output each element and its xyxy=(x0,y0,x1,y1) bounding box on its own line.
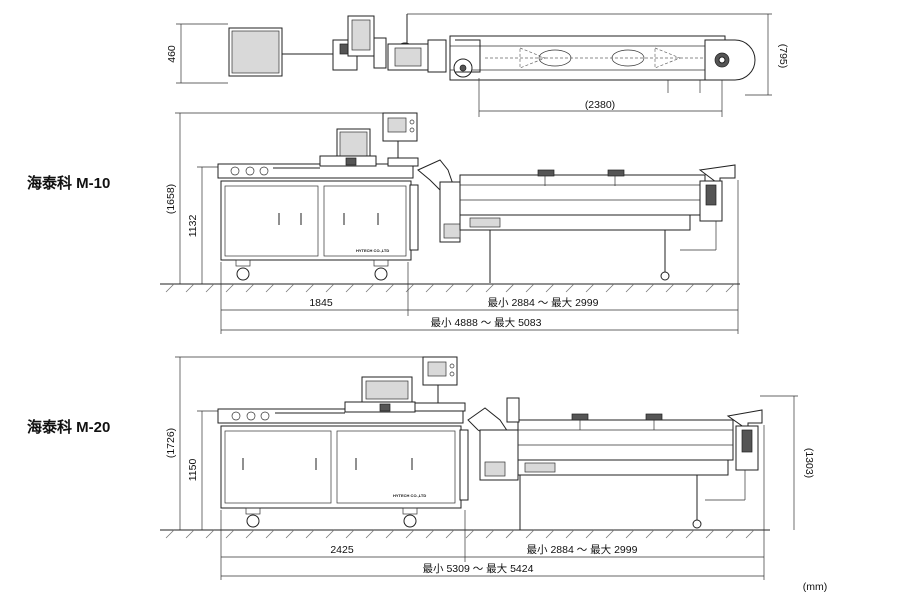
model-label-m20: 海泰科 M-20 xyxy=(27,419,111,436)
dim-m10-conveyor-length: 最小 2884 ～ 最大 2999 xyxy=(488,296,599,309)
brand-mark-m10: HYTECH CO.,LTD xyxy=(356,248,389,253)
dim-m20-conveyor-length: 最小 2884 ～ 最大 2999 xyxy=(527,543,638,556)
brand-mark-m20: HYTECH CO.,LTD xyxy=(393,493,426,498)
dim-m10-main-length: 1845 xyxy=(309,297,333,309)
dim-top-conveyor-length: (2380) xyxy=(585,99,615,111)
m10-side-view: (1658) 1132 HYTECH CO.,LTD xyxy=(160,112,740,334)
unit-label: (mm) xyxy=(803,581,828,593)
dim-m10-total-length: 最小 4888 ～ 最大 5083 xyxy=(431,316,542,329)
dim-m20-total-length: 最小 5309 ～ 最大 5424 xyxy=(423,562,534,575)
dim-m20-table-height: 1150 xyxy=(187,459,199,482)
top-view: 460 xyxy=(166,13,789,117)
dim-m20-total-height: (1726) xyxy=(165,428,177,458)
model-label-m10: 海泰科 M-10 xyxy=(27,175,111,192)
dim-m10-table-height: 1132 xyxy=(187,215,199,238)
m20-side-view: (1726) 1150 (1303) HYTECH CO.,LTD xyxy=(160,356,815,580)
dim-m20-conveyor-height: (1303) xyxy=(803,448,815,478)
dim-top-depth: (795) xyxy=(777,44,789,69)
dim-m10-total-height: (1658) xyxy=(165,184,177,214)
dim-top-height: 460 xyxy=(166,45,178,63)
dim-m20-main-length: 2425 xyxy=(330,544,354,556)
